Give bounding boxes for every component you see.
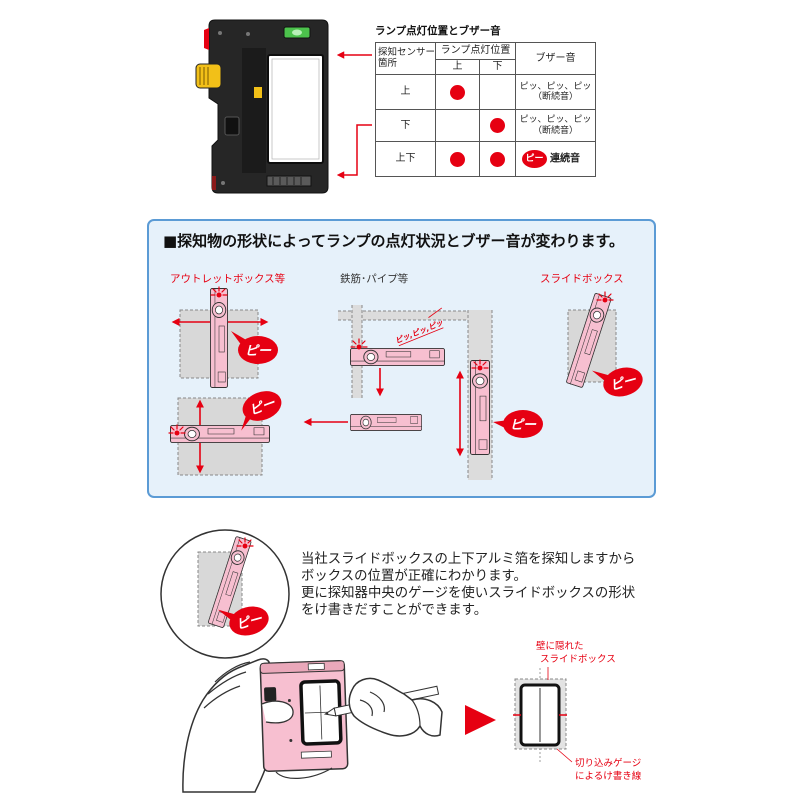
beep-text: ピー [245,344,272,359]
detector [470,360,490,455]
beep-bubble: ピー [493,410,543,438]
pipe-horizontal [338,311,468,320]
sensor-position-arrows [336,51,372,179]
rebar-pipe-label: 鉄筋･パイプ等 [340,273,409,285]
beep-badge: ピー [522,150,548,168]
row-lamp-upper [435,141,480,177]
header-buzzer: ブザー音 [515,42,597,75]
upper-sensor-mark [204,28,209,50]
lamp-buzzer-table: 探知センサー 箇所 ランプ点灯位置 ブザー音 上 下 上 ピッ、ピッ、ピッ （断… [375,42,597,177]
detector-device [195,19,329,194]
bottom-gauge-lines [272,177,302,185]
beep-bubble: ピー [218,606,269,636]
table-subheader-row: 上 下 [376,59,596,75]
table-header-row: 探知センサー 箇所 ランプ点灯位置 ブザー音 [375,42,597,75]
beep-text: ピー [235,612,265,633]
lamp-dot [490,151,505,167]
yellow-indicator [254,87,262,98]
detector [210,288,228,388]
bottom-gauge [266,175,312,187]
dial-grip-lines [199,67,209,85]
outlet-box-horizontal-scan: ピー [168,391,282,476]
right-hand [348,677,443,737]
window-inner-frame [271,58,320,160]
table-row: 上 ピッ、ピッ、ピッ （断続音） [375,74,597,110]
row-lamp-lower [478,141,517,177]
marking-result-diagram [513,667,573,763]
beep-bubble: ピー [231,331,278,364]
panel-heading: ■探知物の形状によってランプの点灯状況とブザー音が変わります。 [163,232,625,250]
gauge-label-line1: 切り込みゲージ [575,758,642,769]
buzzer-type: （断続音） [533,92,579,102]
buzzer-type: 連続音 [550,153,581,165]
row-lamp-upper [435,109,480,142]
outlet-box-vertical-scan: ピー [171,286,278,388]
buzzer-type: （断続音） [533,125,579,136]
gauge-line-leader [556,748,573,763]
screw [246,32,250,36]
header-sensor-line1: 探知センサー [378,46,436,58]
outlet-box-label: アウトレットボックス等 [170,273,286,285]
hands-marking-illustration [182,658,443,793]
left-hand [182,658,271,793]
header-sensor-line2: 箇所 [378,57,398,69]
slide-box-zoom-circle: ピー [160,529,290,659]
detector-in-hand [259,660,349,773]
device-window [267,54,324,164]
lamp-dot [450,84,465,100]
beep-text: ピー [510,418,537,433]
hidden-box-label-line2: スライドボックス [540,654,616,665]
right-hand-fingers [359,691,421,727]
description-line: をけ書きだすことができます。 [301,603,488,618]
lower-sensor-arrow [336,124,372,179]
detector [170,425,270,443]
row-sensor: 下 [375,109,436,142]
lamp-dot [490,118,505,133]
slide-box-label: スライドボックス [540,273,624,285]
row-lamp-lower [478,74,517,110]
description-line: 更に探知器中央のゲージを使いスライドボックスの形状 [301,586,636,601]
beep-text: ピー [609,373,639,394]
table-row: 下 ピッ、ピッ、ピッ （断続音） [375,109,597,142]
row-lamp-lower [478,109,517,142]
left-thumb [261,700,294,724]
screw [221,181,225,185]
device-slot [224,116,240,136]
table-row: 上下 ピー連続音 [375,141,597,177]
beep-bubble: ピー [592,367,643,397]
row-buzzer: ピー連続音 [515,141,597,177]
buzzer-sound: ピッ、ピッ、ピッ [519,81,592,92]
result-arrow-triangle [465,705,496,735]
header-lamp-position: ランプ点灯位置 [434,42,517,60]
lamp-dot [450,151,465,167]
level-bubble [292,29,302,36]
row-buzzer: ピッ、ピッ、ピッ （断続音） [515,109,597,142]
detector [350,348,445,366]
description-line: ボックスの位置が正確にわかります。 [301,569,527,584]
beep-bubble: ピー [241,391,282,431]
device-inner-panel [242,48,266,173]
slide-box-scan: ピー [565,291,643,397]
header-upper: 上 [435,59,480,75]
lower-sensor-mark [212,176,216,190]
left-hand-fingers [203,661,251,709]
table-title: ランプ点灯位置とブザー音 [375,25,501,37]
detector-cord [275,767,333,779]
gauge-label-line2: によるけ書き線 [575,771,642,782]
row-lamp-upper [435,74,480,110]
row-sensor: 上 [375,74,436,110]
buzzer-sound: ピッ、ピッ、ピッ [519,115,592,126]
row-sensor: 上下 [375,141,436,177]
header-lower: 下 [478,59,517,75]
header-sensor-location: 探知センサー 箇所 [375,42,436,75]
screw [218,31,222,35]
description-line: 当社スライドボックスの上下アルミ箔を探知しますから [301,552,636,567]
detector [350,414,422,431]
row-buzzer: ピッ、ピッ、ピッ （断続音） [515,74,597,110]
hidden-box-label-line1: 壁に隠れた [536,641,584,652]
